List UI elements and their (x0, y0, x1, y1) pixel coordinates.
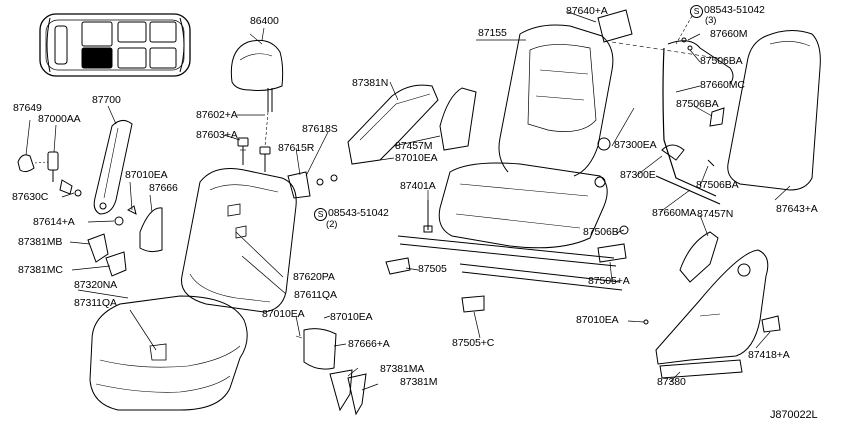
label-86400: 86400 (250, 15, 279, 27)
label-87660MC: 87660MC (700, 79, 745, 91)
label-87611QA: 87611QA (294, 289, 337, 301)
vehicle-locator-icon (39, 13, 191, 77)
leader-lines (25, 11, 791, 391)
back-cover-drawing (619, 15, 734, 235)
label-87381M: 87381M (400, 376, 438, 388)
label-87506BA-b: 87506BA (676, 98, 719, 110)
label-87643A: 87643+A (776, 203, 818, 215)
label-08543-qty-a: (2) (326, 219, 338, 230)
label-87603A: 87603+A (196, 129, 238, 141)
label-87380: 87380 (657, 376, 686, 388)
label-87010EA-right: 87010EA (576, 314, 619, 326)
label-87602A: 87602+A (196, 109, 238, 121)
label-87505: 87505 (418, 263, 447, 275)
label-87381MA: 87381MA (380, 363, 425, 375)
label-87506BA-c: 87506BA (696, 179, 739, 191)
diagram-reference-code: J870022L (770, 409, 818, 421)
headrest-guides (237, 111, 271, 172)
label-87300E: 87300E (620, 169, 656, 181)
label-87649: 87649 (13, 102, 42, 114)
label-08543-qty-b: (3) (705, 15, 717, 26)
screw-symbol-icon: S (314, 208, 327, 221)
label-87505A: 87505+A (588, 275, 630, 287)
label-87630C: 87630C (12, 191, 49, 203)
label-87381N: 87381N (352, 77, 389, 89)
label-87000AA: 87000AA (38, 113, 81, 125)
label-87618S: 87618S (302, 123, 338, 135)
label-87660M: 87660M (710, 28, 748, 40)
label-87620PA: 87620PA (293, 271, 335, 283)
left-small-parts (17, 151, 163, 277)
seat-cushion-drawing (89, 295, 248, 411)
label-87401A: 87401A (400, 180, 436, 192)
label-87457N: 87457N (697, 208, 734, 220)
label-87615R: 87615R (278, 142, 315, 154)
label-87010EA-lower-a: 87010EA (262, 308, 305, 320)
label-87300EA: 87300EA (614, 139, 657, 151)
seatback-cushion-drawing (181, 168, 297, 313)
label-87505C: 87505+C (452, 337, 495, 349)
selected-seat-highlight (81, 47, 113, 69)
screw-symbol-icon: S (690, 5, 703, 18)
armrest-drawing (93, 120, 133, 215)
label-87010EA-lower-b: 87010EA (330, 311, 373, 323)
label-87666: 87666 (149, 182, 178, 194)
label-87381MC: 87381MC (18, 264, 63, 276)
label-87010EA-left: 87010EA (125, 169, 168, 181)
label-87320NA: 87320NA (74, 279, 118, 291)
label-87010EA-center: 87010EA (395, 152, 438, 164)
label-87640A: 87640+A (566, 5, 608, 17)
side-trim-lower (643, 231, 781, 379)
label-87457M: 87457M (395, 140, 433, 152)
label-87666A: 87666+A (348, 338, 390, 350)
label-87155: 87155 (478, 27, 507, 39)
pad-drawing (597, 9, 731, 61)
label-87418A: 87418+A (748, 349, 790, 361)
label-87700: 87700 (92, 94, 121, 106)
label-87506B: 87506B (583, 226, 619, 238)
label-87311QA: 87311QA (74, 297, 117, 309)
label-87660MA: 87660MA (652, 207, 697, 219)
label-87614A: 87614+A (33, 216, 75, 228)
seatback-panel-drawing (727, 30, 821, 191)
seat-frame-drawing (385, 24, 627, 313)
label-87381MB: 87381MB (18, 236, 63, 248)
headrest-drawing (230, 33, 284, 112)
label-87506BA-a: 87506BA (700, 55, 743, 67)
